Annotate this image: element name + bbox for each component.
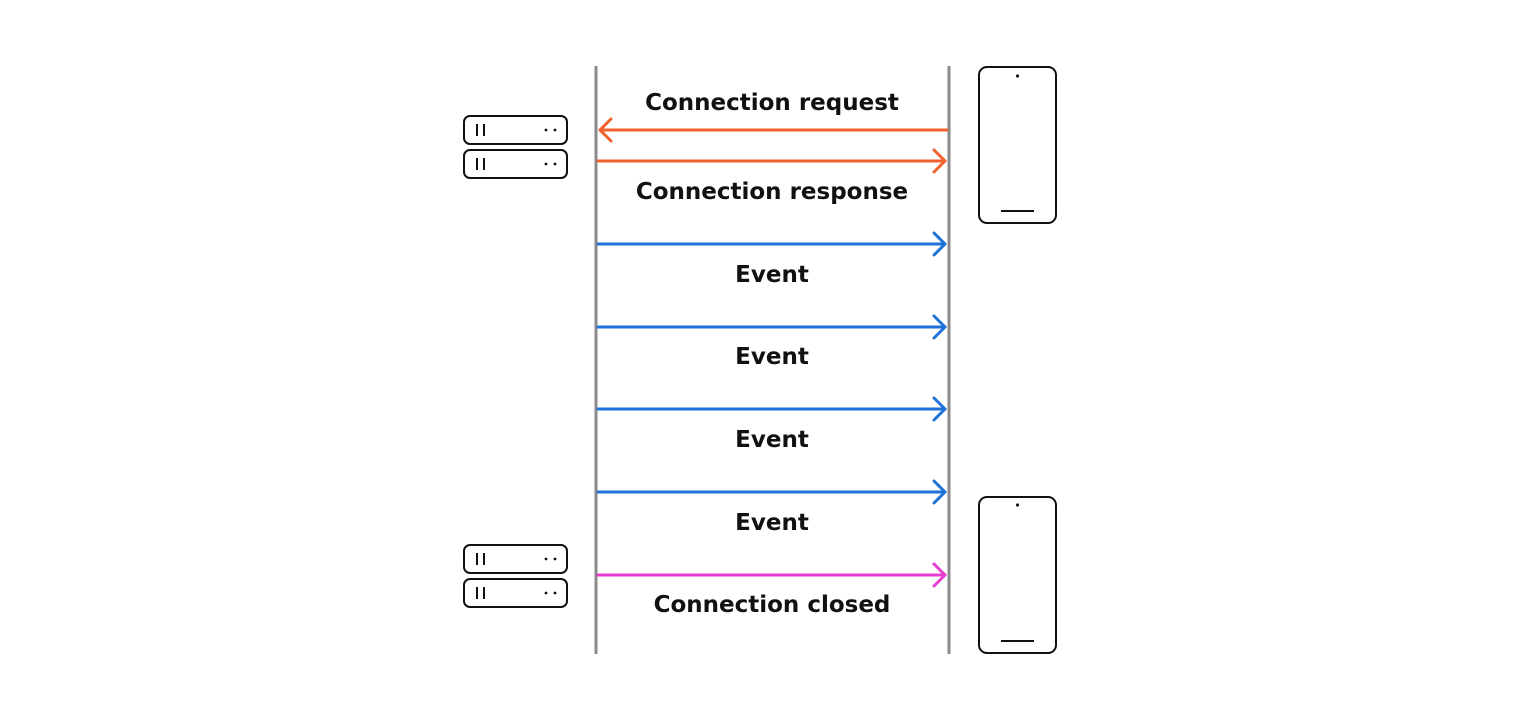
message-arrow-event (596, 479, 947, 505)
mobile-phone-icon (978, 496, 1057, 654)
mobile-phone-icon (978, 66, 1057, 224)
message-arrow-request (598, 117, 949, 143)
message-arrow-response (596, 148, 947, 174)
server-rack-icon (463, 544, 568, 608)
message-arrow-event (596, 314, 947, 340)
message-arrow-closed (596, 562, 947, 588)
message-arrow-event (596, 231, 947, 257)
message-label-event: Event (735, 344, 809, 370)
server-rack-icon (463, 115, 568, 179)
message-label-closed: Connection closed (654, 592, 891, 618)
message-label-request: Connection request (645, 90, 899, 116)
message-label-response: Connection response (636, 179, 908, 205)
message-arrow-event (596, 396, 947, 422)
message-label-event: Event (735, 262, 809, 288)
message-label-event: Event (735, 510, 809, 536)
message-label-event: Event (735, 427, 809, 453)
